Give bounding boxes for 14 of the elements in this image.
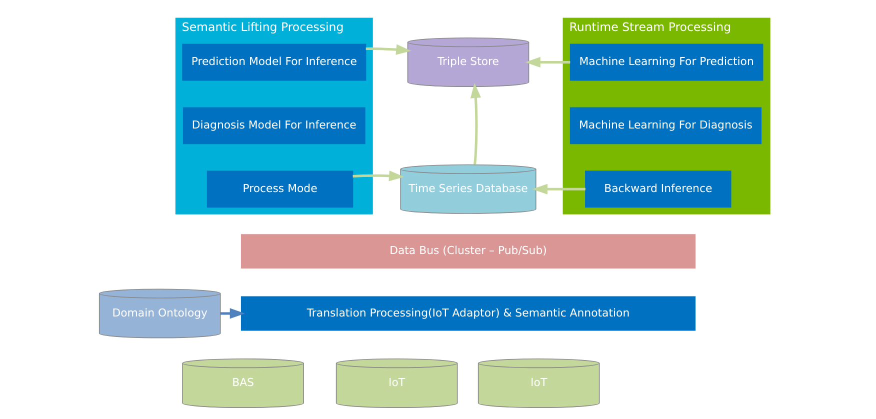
arrow bbox=[532, 184, 586, 194]
arrow bbox=[220, 308, 246, 319]
node-box: Machine Learning For Prediction bbox=[570, 44, 764, 81]
node-box: Prediction Model For Inference bbox=[182, 44, 366, 81]
arrow bbox=[525, 56, 570, 68]
node-box: Data Bus (Cluster – Pub/Sub) bbox=[240, 234, 696, 269]
arrow bbox=[470, 82, 481, 165]
node-box: Machine Learning For Diagnosis bbox=[570, 107, 762, 144]
node-box: Process Mode bbox=[206, 170, 354, 208]
arrow bbox=[352, 170, 404, 182]
node-box: Translation Processing(IoT Adaptor) & Semantic Annotation bbox=[240, 296, 696, 331]
node-box: Backward Inference bbox=[585, 170, 732, 208]
arrow bbox=[366, 44, 412, 55]
node-box: Diagnosis Model For Inference bbox=[182, 107, 366, 144]
